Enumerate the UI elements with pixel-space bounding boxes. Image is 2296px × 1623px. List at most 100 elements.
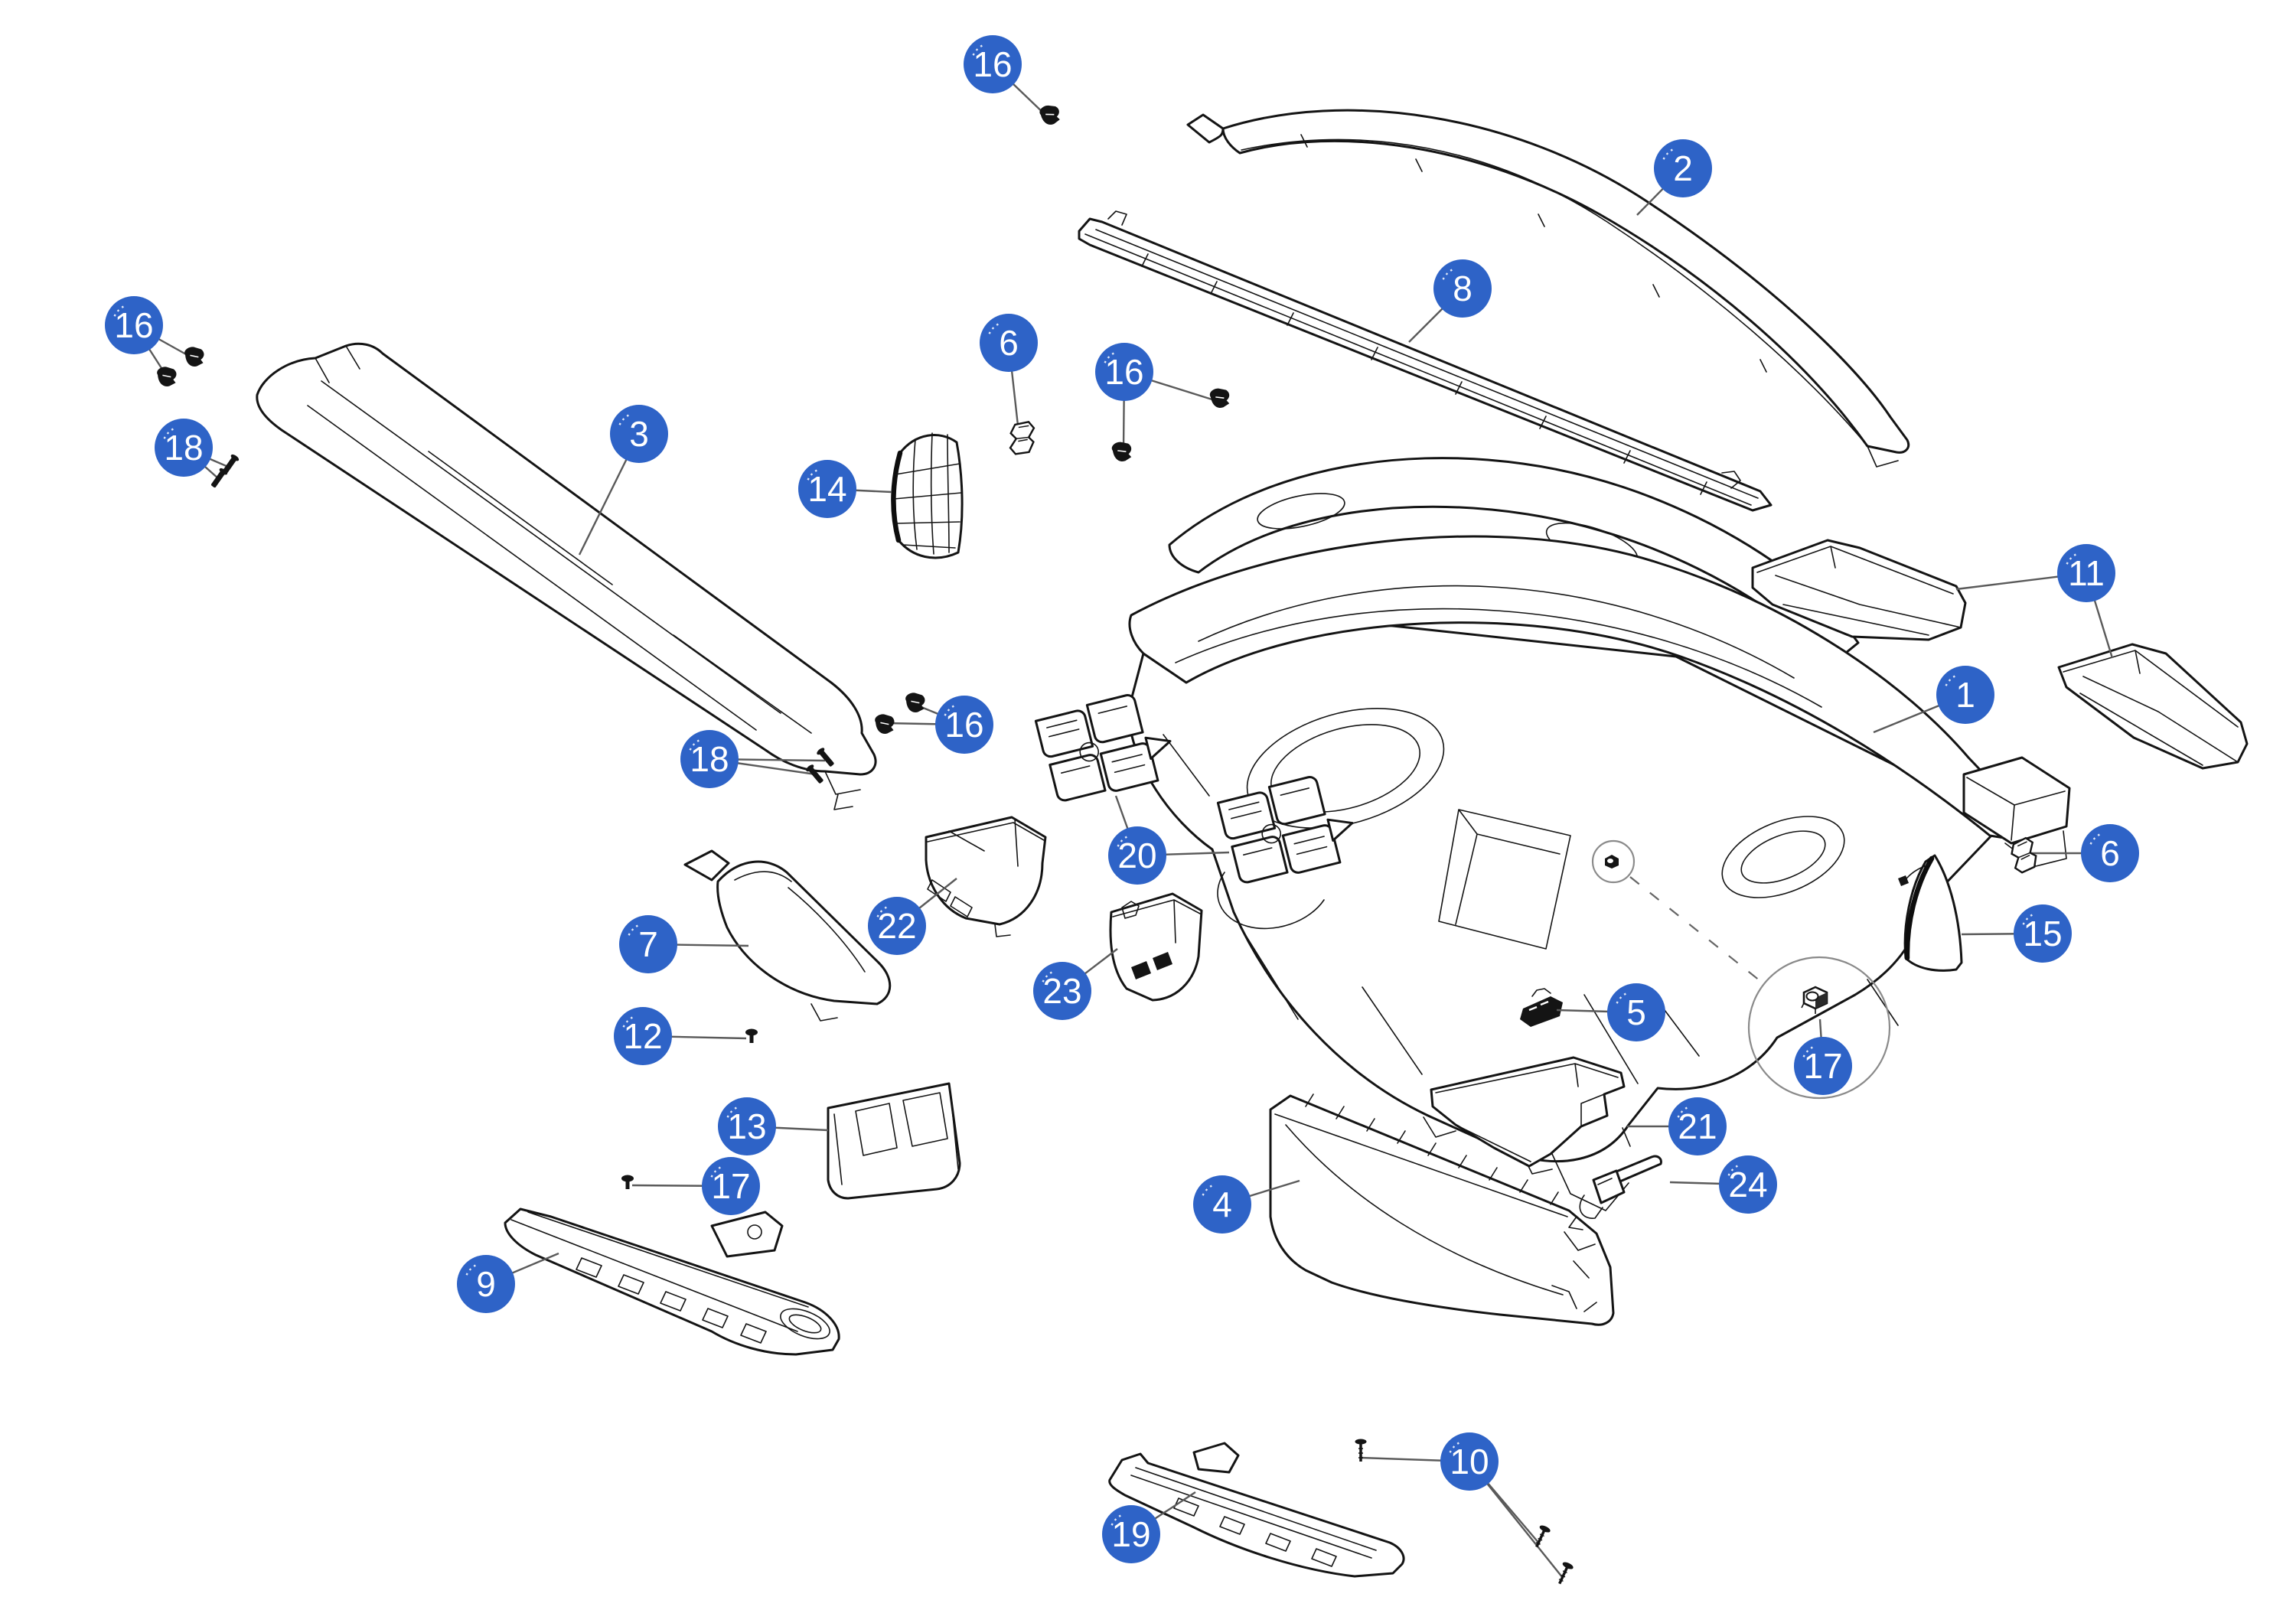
part-badge-21[interactable]: 21 [1668,1097,1727,1155]
badge-number: 14 [807,469,846,509]
dashed-link-0 [1629,876,1761,982]
part-badge-5[interactable]: 5 [1607,983,1665,1041]
fastener-pin [806,764,823,784]
part-badge-1[interactable]: 1 [1936,666,1994,724]
badge-number: 16 [944,705,983,745]
badge-number: 11 [2068,553,2105,593]
badge-highlight-arc [618,412,632,425]
part-badge-18[interactable]: 18 [155,419,213,477]
badge-number: 23 [1042,971,1081,1011]
part-badge-23[interactable]: 23 [1033,962,1091,1020]
detail-circle-1 [1591,839,1636,884]
part-4-glove-box-door [1269,1093,1615,1326]
detail-circles [1591,839,1891,1100]
part-badge-7[interactable]: 7 [619,915,677,973]
badge-number: 18 [164,428,203,468]
parts-line-art [256,109,2249,1578]
part-badge-2[interactable]: 2 [1654,139,1712,197]
part-badge-10[interactable]: 10 [1440,1432,1499,1491]
badge-highlight-arc [1042,970,1055,983]
fastener-nut [1801,986,1828,1014]
badge-number: 22 [877,906,916,946]
part-badge-6[interactable]: 6 [980,314,1038,372]
detail-circle-0 [1747,956,1891,1100]
part-badge-17[interactable]: 17 [1794,1037,1852,1095]
badge-number: 18 [690,739,729,779]
part-badge-16[interactable]: 16 [935,696,993,754]
part-badge-20[interactable]: 20 [1108,826,1166,885]
fastener-pin [817,748,834,767]
part-2-upper-garnish [1186,109,1910,468]
badge-number: 8 [1453,269,1473,308]
part-badge-4[interactable]: 4 [1193,1175,1251,1234]
part-7-side-trim [683,849,892,1022]
badge-highlight-arc [876,904,890,917]
part-19-lower-bracket [1108,1442,1405,1578]
badge-highlight-arc [944,703,957,716]
badge-highlight-arc [1117,834,1130,847]
part-badge-6[interactable]: 6 [2081,824,2139,882]
badge-number: 9 [476,1264,496,1304]
badge-number: 6 [999,323,1019,363]
badge-number: 17 [1803,1046,1842,1086]
badge-highlight-arc [1110,1513,1124,1526]
badge-highlight-arc [988,321,1002,334]
part-badge-12[interactable]: 12 [614,1007,672,1065]
badge-highlight-arc [163,426,177,439]
fastener-nut-small [1605,855,1619,869]
part-13-switch-panel [827,1082,961,1200]
fastener-pin [211,468,228,488]
badge-highlight-arc [1662,147,1676,160]
badge-number: 20 [1117,836,1156,875]
badge-highlight-arc [1104,350,1117,363]
part-badge-13[interactable]: 13 [718,1097,776,1155]
badge-highlight-arc [465,1263,479,1276]
part-badge-16[interactable]: 16 [964,35,1022,93]
fastener-clip [875,714,895,734]
badge-number: 3 [629,414,649,454]
badge-highlight-arc [1802,1045,1816,1058]
badge-number: 13 [727,1106,766,1146]
badge-number: 2 [1673,148,1693,188]
fastener-clip [1111,442,1132,461]
part-14-mesh-grille [891,432,964,559]
part-badge-24[interactable]: 24 [1719,1155,1777,1214]
part-badge-18[interactable]: 18 [680,730,739,788]
part-badge-9[interactable]: 9 [457,1255,515,1313]
badge-highlight-arc [2022,912,2036,925]
fastener-rivet [621,1175,634,1189]
part-badge-11[interactable]: 11 [2057,544,2115,602]
fastener-rivet [745,1028,758,1043]
fastener-screw [1535,1525,1551,1548]
badge-highlight-arc [972,43,986,56]
part-badge-19[interactable]: 19 [1102,1505,1160,1563]
badge-number: 4 [1212,1185,1232,1224]
badge-highlight-arc [807,468,820,481]
part-9-knee-bolster [504,1207,840,1356]
part-11-speaker-grilles [1751,539,2249,770]
part-20-vent-clusters [1034,694,1354,884]
badge-highlight-arc [726,1105,740,1118]
part-23-housing [1109,892,1203,1002]
fastener-clip [905,693,925,712]
fastener-clip [1039,105,1060,125]
part-badge-8[interactable]: 8 [1433,259,1492,318]
part-badge-17[interactable]: 17 [702,1157,760,1215]
part-22-housing [925,816,1047,937]
badge-number: 24 [1728,1165,1767,1204]
badge-number: 17 [711,1166,750,1206]
part-3-trim-pad [256,342,877,810]
fastener-pin [223,454,240,474]
badge-number: 15 [2023,914,2062,953]
part-badge-16[interactable]: 16 [105,296,163,354]
part-badge-22[interactable]: 22 [868,897,926,955]
badge-highlight-arc [1677,1105,1691,1118]
part-badge-3[interactable]: 3 [610,405,668,463]
part-badge-15[interactable]: 15 [2014,904,2072,963]
part-badge-14[interactable]: 14 [798,460,856,518]
badge-number: 16 [973,44,1012,84]
part-badge-16[interactable]: 16 [1095,343,1153,401]
badge-number: 16 [114,305,153,345]
